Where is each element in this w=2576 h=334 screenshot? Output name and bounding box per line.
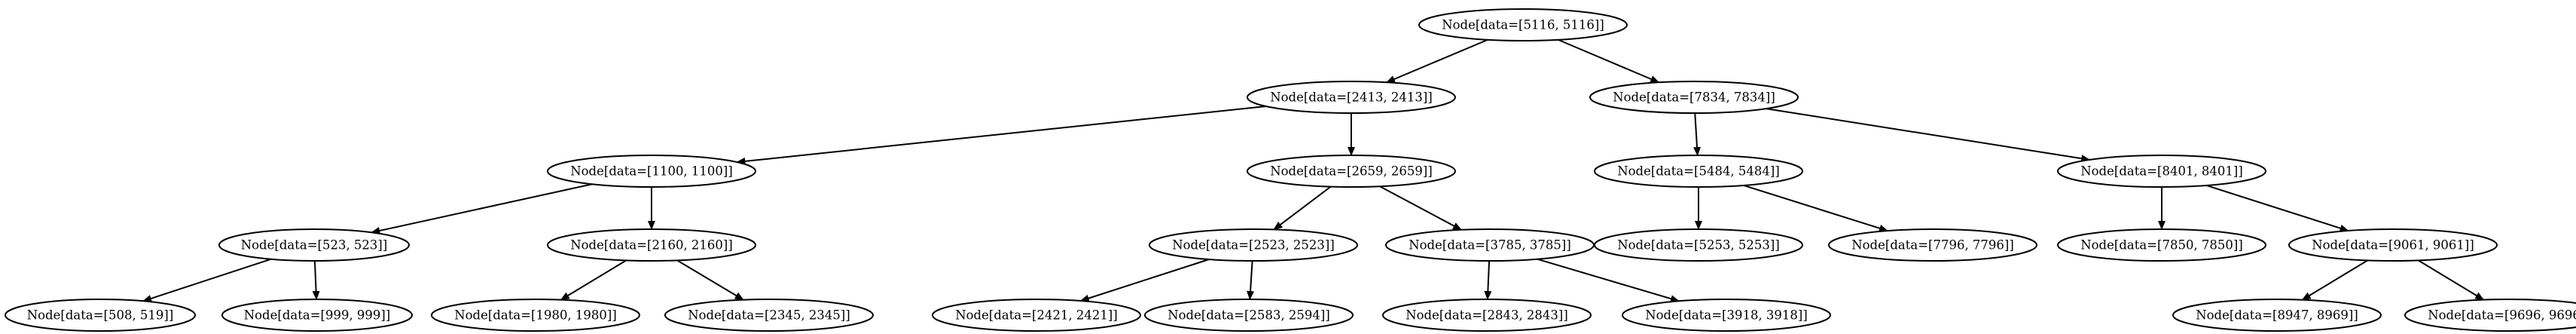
tree-node: Node[data=[2659, 2659]] <box>1247 155 1456 188</box>
node-label: Node[data=[2345, 2345]] <box>688 308 850 323</box>
node-ellipse <box>5 299 196 332</box>
node-ellipse <box>1144 299 1354 332</box>
edge-n2523-n2583 <box>1247 260 1255 300</box>
tree-node: Node[data=[523, 523]] <box>218 228 410 262</box>
tree-node: Node[data=[8947, 8969]] <box>2172 299 2382 332</box>
node-label: Node[data=[3918, 3918]] <box>1645 308 1808 323</box>
node-label: Node[data=[7796, 7796]] <box>1851 238 2014 253</box>
node-ellipse <box>1247 81 1456 114</box>
edges-layer <box>142 38 2485 302</box>
node-ellipse <box>1828 228 2037 262</box>
node-ellipse <box>1622 299 1831 332</box>
tree-node: Node[data=[2160, 2160]] <box>547 228 756 262</box>
edge-n2523-n2421 <box>1079 259 1210 302</box>
tree-node: Node[data=[5253, 5253]] <box>1594 228 1803 262</box>
edge-n3785-n3918 <box>1537 258 1680 302</box>
node-ellipse <box>1589 81 1799 114</box>
tree-node: Node[data=[2421, 2421]] <box>932 299 1141 332</box>
tree-node: Node[data=[7796, 7796]] <box>1828 228 2037 262</box>
node-ellipse <box>1418 8 1628 41</box>
node-label: Node[data=[999, 999]] <box>244 308 391 323</box>
node-ellipse <box>1594 155 1803 188</box>
tree-node: Node[data=[2345, 2345]] <box>664 299 874 332</box>
node-label: Node[data=[3785, 3785]] <box>1409 238 1571 253</box>
node-ellipse <box>2288 228 2498 262</box>
node-ellipse <box>1247 155 1456 188</box>
node-label: Node[data=[2523, 2523]] <box>1172 238 1335 253</box>
tree-node: Node[data=[2583, 2594]] <box>1144 299 1354 332</box>
edge-n5116-n2413 <box>1385 38 1488 84</box>
edge-n2160-n2345 <box>676 259 744 301</box>
edge-n2413-n1100 <box>736 105 1266 165</box>
node-ellipse <box>2057 228 2266 262</box>
tree-node: Node[data=[7834, 7834]] <box>1589 81 1799 114</box>
edge-n2659-n3785 <box>1379 185 1462 231</box>
node-ellipse <box>1149 228 1358 262</box>
tree-node: Node[data=[999, 999]] <box>221 299 413 332</box>
tree-node: Node[data=[3918, 3918]] <box>1622 299 1831 332</box>
node-ellipse <box>1382 299 1592 332</box>
node-ellipse <box>2172 299 2382 332</box>
node-ellipse <box>547 228 756 262</box>
tree-node: Node[data=[5484, 5484]] <box>1594 155 1803 188</box>
node-ellipse <box>221 299 413 332</box>
node-label: Node[data=[7850, 7850]] <box>2080 238 2243 253</box>
node-ellipse <box>547 155 756 188</box>
node-label: Node[data=[1980, 1980]] <box>454 308 617 323</box>
node-ellipse <box>218 228 410 262</box>
node-ellipse <box>2057 155 2266 188</box>
edge-n523-n508 <box>142 258 272 302</box>
node-label: Node[data=[2843, 2843]] <box>1406 308 1568 323</box>
node-label: Node[data=[5253, 5253]] <box>1617 238 1780 253</box>
edge-n523-n999 <box>312 260 320 300</box>
edge-n2659-n2523 <box>1273 185 1332 231</box>
node-label: Node[data=[8947, 8969]] <box>2196 308 2358 323</box>
tree-node: Node[data=[2413, 2413]] <box>1247 81 1456 114</box>
edge-n2160-n1980 <box>560 259 627 301</box>
edge-n9061-n8947 <box>2301 259 2368 301</box>
node-ellipse <box>664 299 874 332</box>
tree-node: Node[data=[9061, 9061]] <box>2288 228 2498 262</box>
node-label: Node[data=[2421, 2421]] <box>955 308 1118 323</box>
node-label: Node[data=[523, 523]] <box>241 238 388 253</box>
nodes-layer: Node[data=[5116, 5116]] Node[data=[2413, … <box>5 8 2576 332</box>
edge-n7834-n8401 <box>1766 108 2091 163</box>
edge-n7834-n5484 <box>1693 112 1702 156</box>
tree-node: Node[data=[2843, 2843]] <box>1382 299 1592 332</box>
edge-n1100-n523 <box>371 183 593 234</box>
node-label: Node[data=[5116, 5116]] <box>1442 18 1604 32</box>
tree-node: Node[data=[3785, 3785]] <box>1385 228 1595 262</box>
node-label: Node[data=[5484, 5484]] <box>1617 164 1780 179</box>
node-ellipse <box>2404 299 2576 332</box>
tree-node: Node[data=[508, 519]] <box>5 299 196 332</box>
tree-node: Node[data=[5116, 5116]] <box>1418 8 1628 41</box>
edge-n9061-n9696 <box>2418 259 2485 301</box>
node-label: Node[data=[8401, 8401]] <box>2080 164 2243 179</box>
tree-node: Node[data=[1100, 1100]] <box>547 155 756 188</box>
node-label: Node[data=[2583, 2594]] <box>1167 308 1330 323</box>
tree-node: Node[data=[1980, 1980]] <box>431 299 640 332</box>
node-label: Node[data=[2160, 2160]] <box>570 238 733 253</box>
node-ellipse <box>932 299 1141 332</box>
node-label: Node[data=[1100, 1100]] <box>570 164 733 179</box>
node-label: Node[data=[9061, 9061]] <box>2312 238 2474 253</box>
edge-n8401-n9061 <box>2206 185 2349 232</box>
node-ellipse <box>1594 228 1803 262</box>
edge-n5116-n7834 <box>1558 38 1660 84</box>
edge-n5484-n7796 <box>1743 184 1888 232</box>
node-label: Node[data=[2413, 2413]] <box>1270 90 1433 105</box>
node-label: Node[data=[508, 519]] <box>27 308 174 323</box>
edge-n3785-n2843 <box>1484 260 1492 300</box>
tree-node: Node[data=[7850, 7850]] <box>2057 228 2266 262</box>
node-label: Node[data=[7834, 7834]] <box>1613 90 1775 105</box>
tree-node: Node[data=[2523, 2523]] <box>1149 228 1358 262</box>
node-label: Node[data=[9696, 9696]] <box>2428 308 2576 323</box>
tree-node: Node[data=[9696, 9696]] <box>2404 299 2576 332</box>
node-label: Node[data=[2659, 2659]] <box>1270 164 1433 179</box>
tree-node: Node[data=[8401, 8401]] <box>2057 155 2266 188</box>
node-ellipse <box>431 299 640 332</box>
